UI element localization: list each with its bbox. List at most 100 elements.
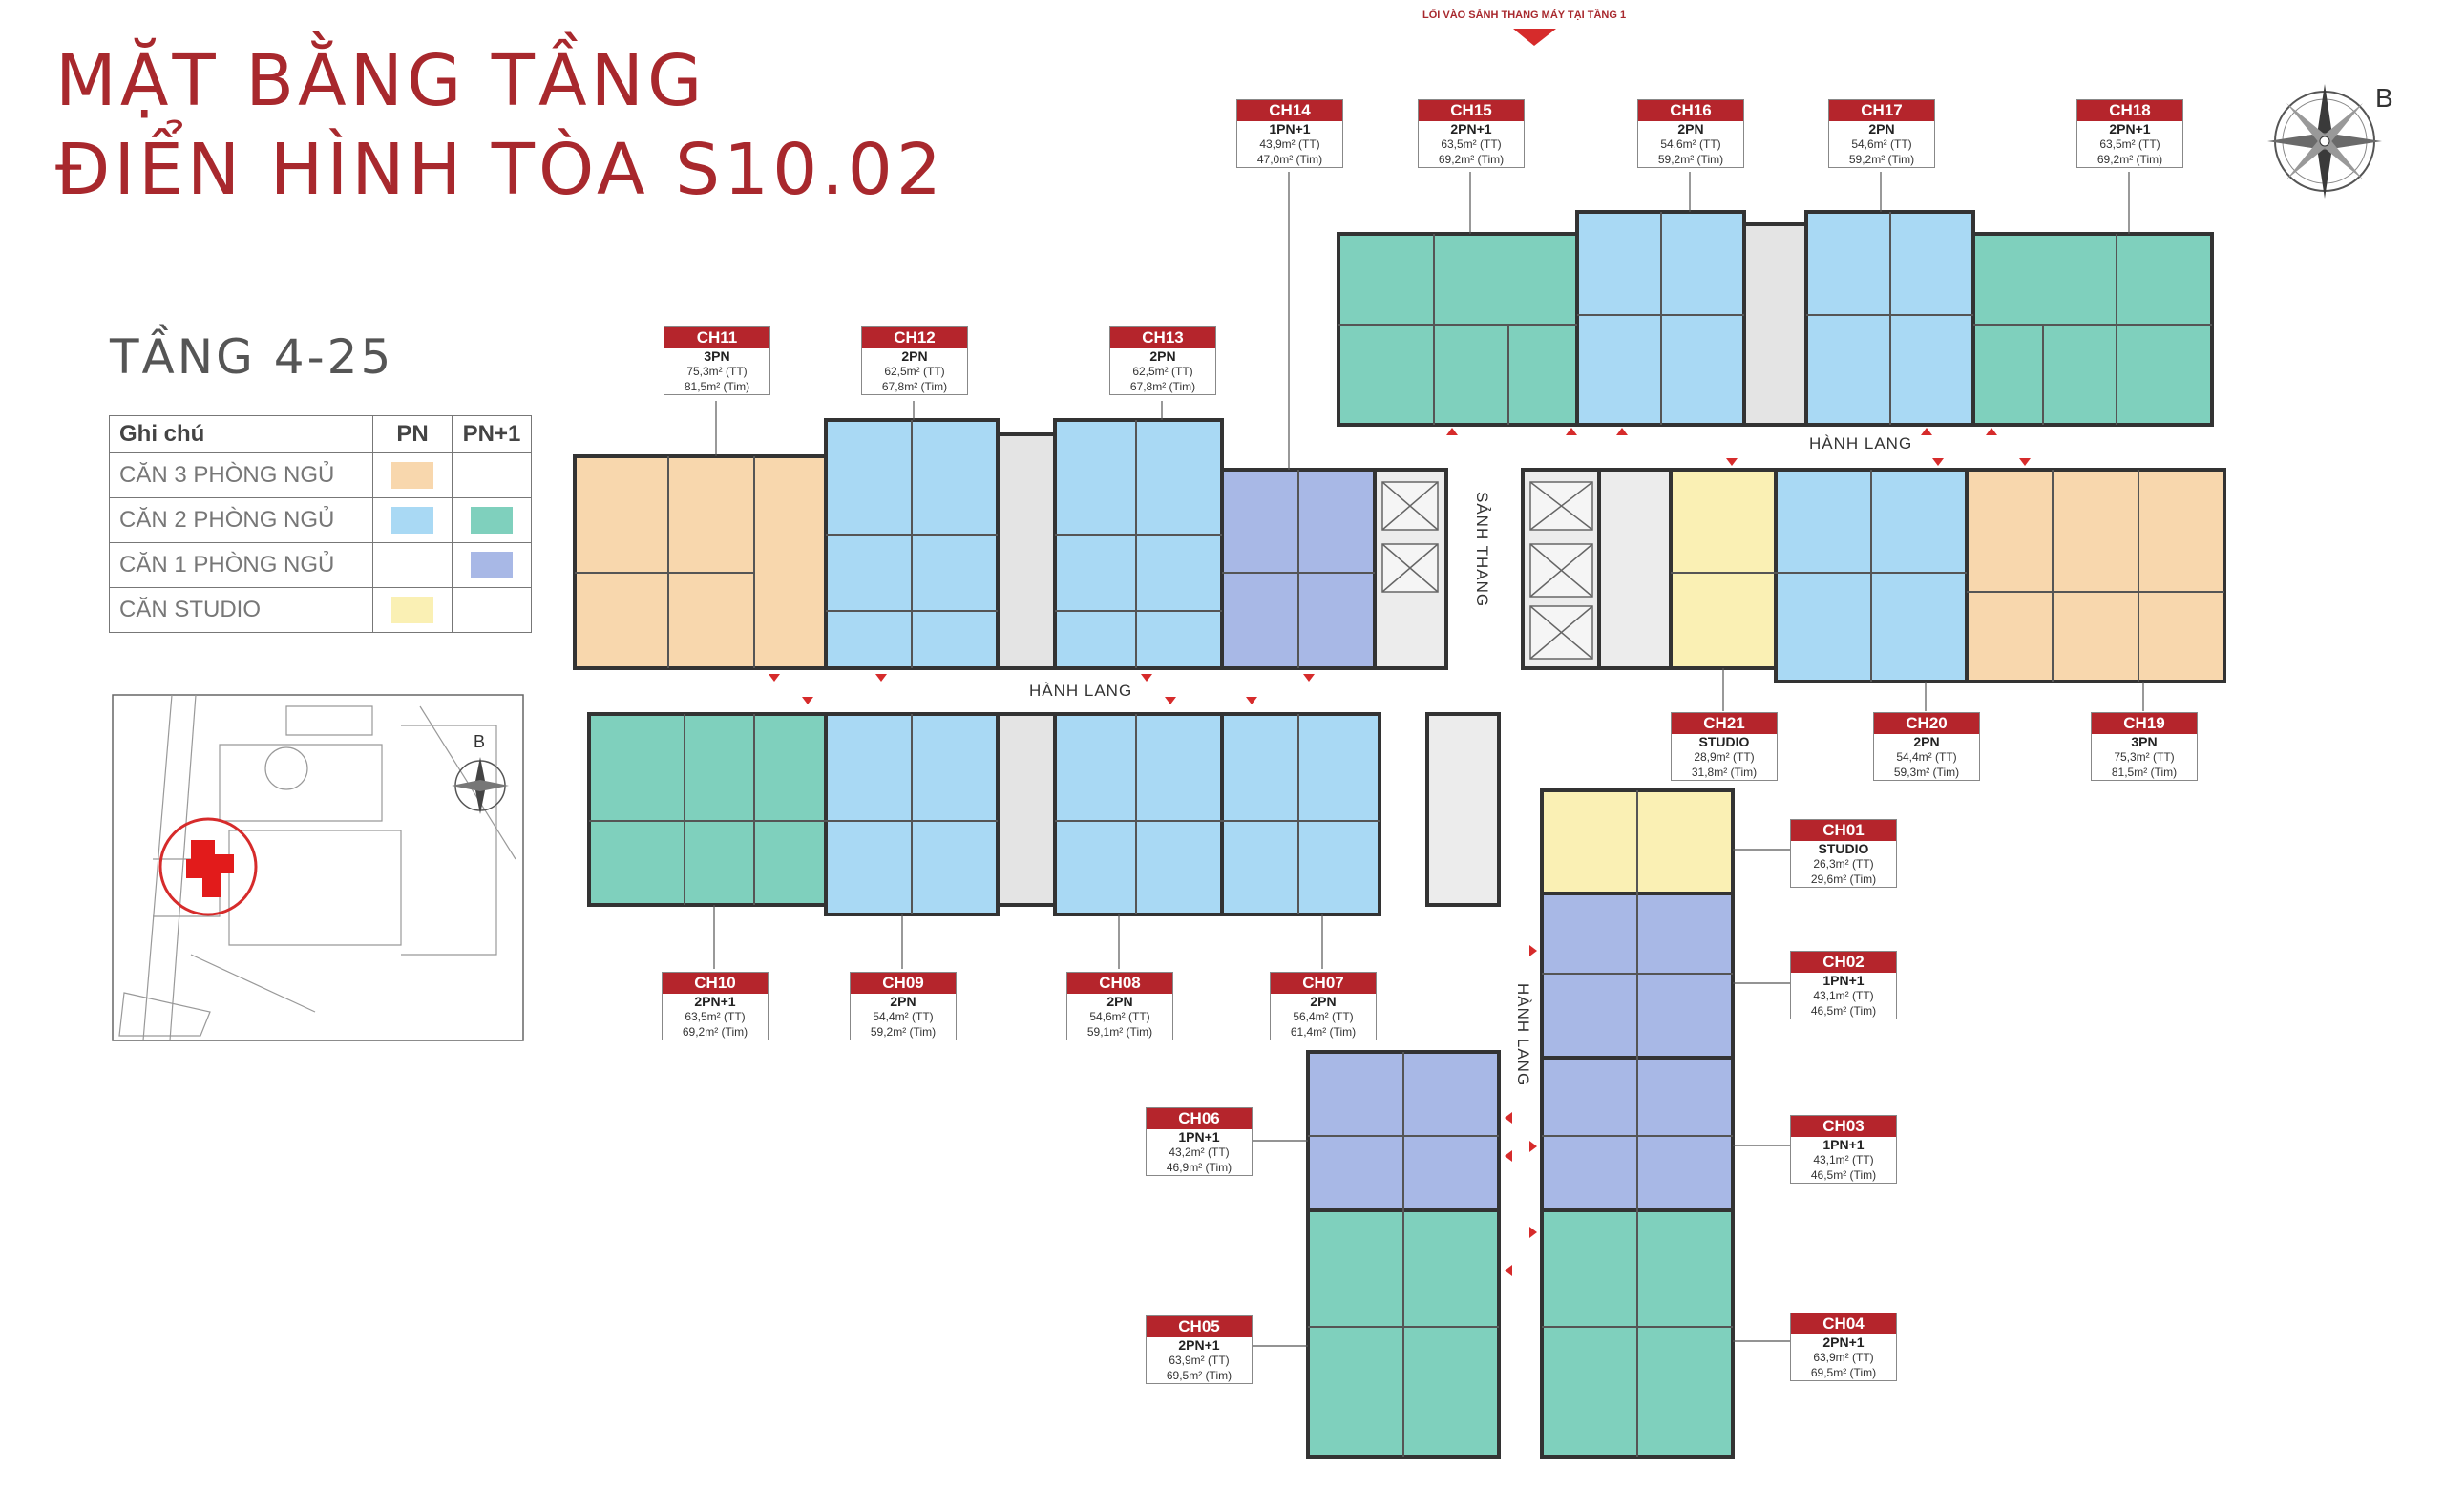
unit-area-net: 75,3m² (TT) <box>2114 750 2175 764</box>
legend-swatch <box>391 462 433 489</box>
room-divisions <box>575 212 2224 1457</box>
unit-area-gross: 69,5m² (Tim) <box>1166 1369 1233 1382</box>
unit-area-net: 43,1m² (TT) <box>1813 989 1874 1002</box>
unit-type: 2PN+1 <box>1450 121 1492 136</box>
unit-ch07 <box>1220 712 1381 916</box>
unit-code: CH03 <box>1791 1116 1896 1137</box>
unit-code: CH14 <box>1237 100 1342 121</box>
unit-area-net: 62,5m² (TT) <box>884 365 945 378</box>
unit-ch18 <box>1971 232 2214 427</box>
unit-code: CH15 <box>1419 100 1524 121</box>
legend-row-label: CĂN 2 PHÒNG NGỦ <box>109 497 373 543</box>
unit-type: 2PN <box>1677 121 1704 136</box>
unit-code: CH06 <box>1147 1108 1252 1129</box>
unit-code: CH05 <box>1147 1316 1252 1337</box>
unit-type: 2PN <box>1310 994 1337 1009</box>
unit-type: 1PN+1 <box>1822 973 1865 988</box>
unit-area-net: 54,6m² (TT) <box>1851 137 1912 151</box>
unit-area-gross: 81,5m² (Tim) <box>2111 766 2178 779</box>
unit-area-net: 75,3m² (TT) <box>686 365 748 378</box>
unit-area-net: 63,5m² (TT) <box>2099 137 2160 151</box>
unit-area-net: 63,9m² (TT) <box>1813 1351 1874 1364</box>
unit-code: CH20 <box>1874 713 1979 734</box>
unit-type: 2PN+1 <box>1178 1337 1220 1353</box>
unit-area-gross: 59,2m² (Tim) <box>1848 153 1915 166</box>
legend-swatch <box>471 552 513 578</box>
unit-area-net: 54,6m² (TT) <box>1660 137 1721 151</box>
unit-type: 1PN+1 <box>1822 1137 1865 1152</box>
unit-type: 2PN <box>890 994 916 1009</box>
unit-type: 1PN+1 <box>1178 1129 1220 1144</box>
unit-code: CH07 <box>1271 973 1376 994</box>
unit-area-gross: 81,5m² (Tim) <box>684 380 750 393</box>
unit-area-gross: 59,3m² (Tim) <box>1893 766 1960 779</box>
map-compass-label: B <box>474 732 485 751</box>
unit-area-net: 54,4m² (TT) <box>873 1010 934 1023</box>
unit-type: 3PN <box>704 348 730 364</box>
unit-stair-c <box>996 712 1057 907</box>
entrance-note: LỐI VÀO SẢNH THANG MÁY TẠI TẦNG 1 <box>1422 10 1627 21</box>
unit-code: CH12 <box>862 327 967 348</box>
unit-area-gross: 59,2m² (Tim) <box>1657 153 1724 166</box>
unit-area-gross: 47,0m² (Tim) <box>1256 153 1323 166</box>
unit-area-gross: 67,8m² (Tim) <box>881 380 948 393</box>
unit-type: STUDIO <box>1818 841 1869 856</box>
unit-code: CH09 <box>851 973 956 994</box>
unit-area-net: 43,2m² (TT) <box>1169 1145 1230 1159</box>
unit-stair-a <box>996 432 1057 670</box>
unit-area-net: 54,4m² (TT) <box>1896 750 1957 764</box>
unit-code: CH04 <box>1791 1313 1896 1334</box>
unit-type: 2PN <box>1149 348 1176 364</box>
unit-type: 3PN <box>2131 734 2158 749</box>
unit-area-gross: 59,1m² (Tim) <box>1086 1025 1153 1039</box>
unit-type: 2PN+1 <box>694 994 736 1009</box>
legend-row-label: CĂN STUDIO <box>109 587 373 633</box>
unit-code: CH11 <box>664 327 769 348</box>
unit-ch21 <box>1669 468 1778 670</box>
unit-type: 2PN <box>901 348 928 364</box>
site-location-map <box>112 694 524 1041</box>
unit-area-gross: 29,6m² (Tim) <box>1810 872 1877 886</box>
unit-code: CH02 <box>1791 952 1896 973</box>
corridor-label-right: HÀNH LANG <box>1809 434 1913 452</box>
unit-ch19 <box>1965 468 2226 683</box>
lift-lobby-label: SẢNH THANG <box>1473 492 1491 608</box>
unit-area-gross: 61,4m² (Tim) <box>1290 1025 1357 1039</box>
unit-area-gross: 69,2m² (Tim) <box>2096 153 2163 166</box>
unit-type: 2PN <box>1868 121 1895 136</box>
page-title-line2: ĐIỂN HÌNH TÒA S10.02 <box>55 129 945 211</box>
legend-table: Ghi chú PN PN+1 CĂN 3 PHÒNG NGỦ CĂN 2 PH… <box>109 415 532 633</box>
unit-ch13 <box>1053 418 1224 670</box>
legend-header-pn: PN <box>372 415 453 453</box>
unit-area-net: 43,9m² (TT) <box>1259 137 1320 151</box>
page-title-line1: MẶT BẰNG TẦNG <box>55 40 706 122</box>
unit-ch11 <box>573 454 828 670</box>
unit-area-net: 56,4m² (TT) <box>1293 1010 1354 1023</box>
unit-area-gross: 59,2m² (Tim) <box>870 1025 937 1039</box>
unit-area-gross: 69,2m² (Tim) <box>682 1025 748 1039</box>
unit-area-net: 63,9m² (TT) <box>1169 1354 1230 1367</box>
unit-area-net: 62,5m² (TT) <box>1132 365 1193 378</box>
unit-area-net: 63,5m² (TT) <box>1441 137 1502 151</box>
unit-code: CH01 <box>1791 820 1896 841</box>
unit-code: CH21 <box>1672 713 1777 734</box>
legend-swatch <box>391 597 433 623</box>
unit-area-gross: 67,8m² (Tim) <box>1129 380 1196 393</box>
unit-type: 2PN+1 <box>2109 121 2151 136</box>
unit-area-gross: 46,5m² (Tim) <box>1810 1168 1877 1182</box>
unit-area-net: 63,5m² (TT) <box>685 1010 746 1023</box>
unit-area-net: 26,3m² (TT) <box>1813 857 1874 871</box>
